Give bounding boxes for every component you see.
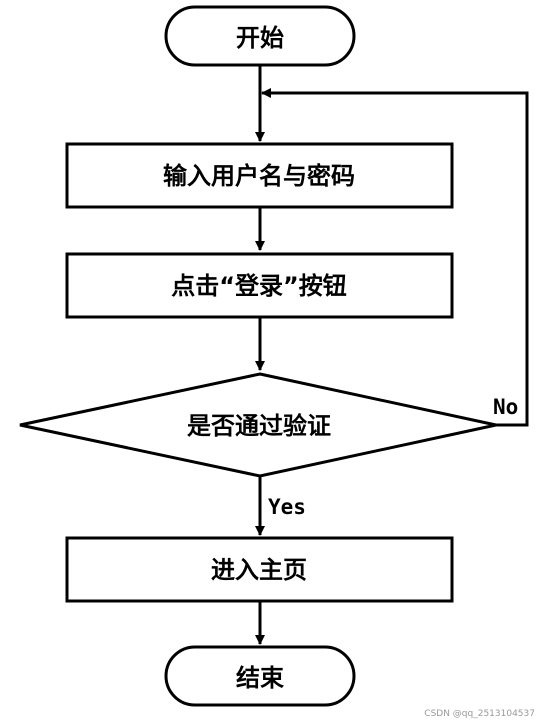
click-login-node: 点击“登录”按钮: [65, 252, 454, 319]
end-label: 结束: [236, 664, 285, 692]
start-node: 开始: [164, 5, 356, 67]
start-label: 开始: [236, 24, 284, 52]
yes-label: Yes: [268, 495, 306, 519]
watermark-text: CSDN @qq_2513104537: [424, 709, 535, 719]
verification-decision-node: 是否通过验证: [19, 372, 497, 478]
input-credentials-node: 输入用户名与密码: [65, 142, 454, 209]
click-login-label: 点击“登录”按钮: [171, 272, 347, 300]
input-credentials-label: 输入用户名与密码: [163, 162, 355, 190]
enter-home-node: 进入主页: [65, 536, 454, 603]
arrow-no-loop: [261, 88, 529, 427]
verification-decision-label: 是否通过验证: [187, 412, 331, 440]
enter-home-label: 进入主页: [211, 556, 307, 584]
end-node: 结束: [164, 645, 356, 707]
no-label: No: [493, 395, 518, 419]
